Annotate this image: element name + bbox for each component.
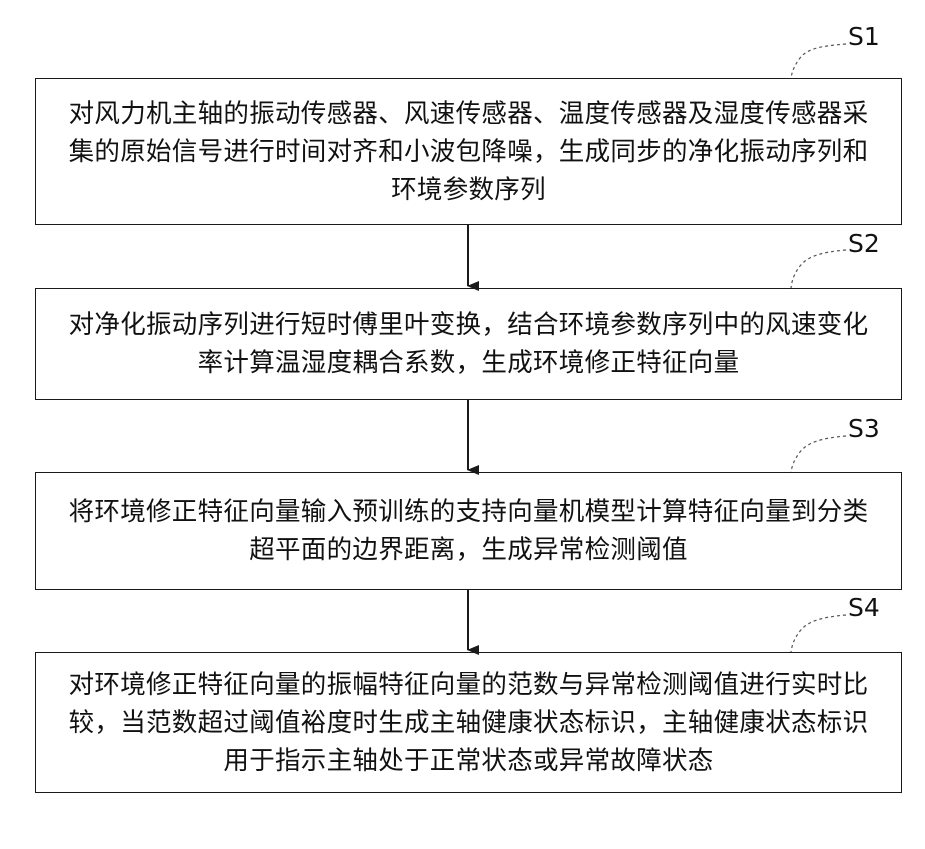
leader-line-s2 — [791, 250, 846, 288]
leader-line-s4 — [791, 615, 846, 652]
leader-line-s1 — [791, 44, 846, 78]
leader-line-s3 — [791, 436, 846, 472]
